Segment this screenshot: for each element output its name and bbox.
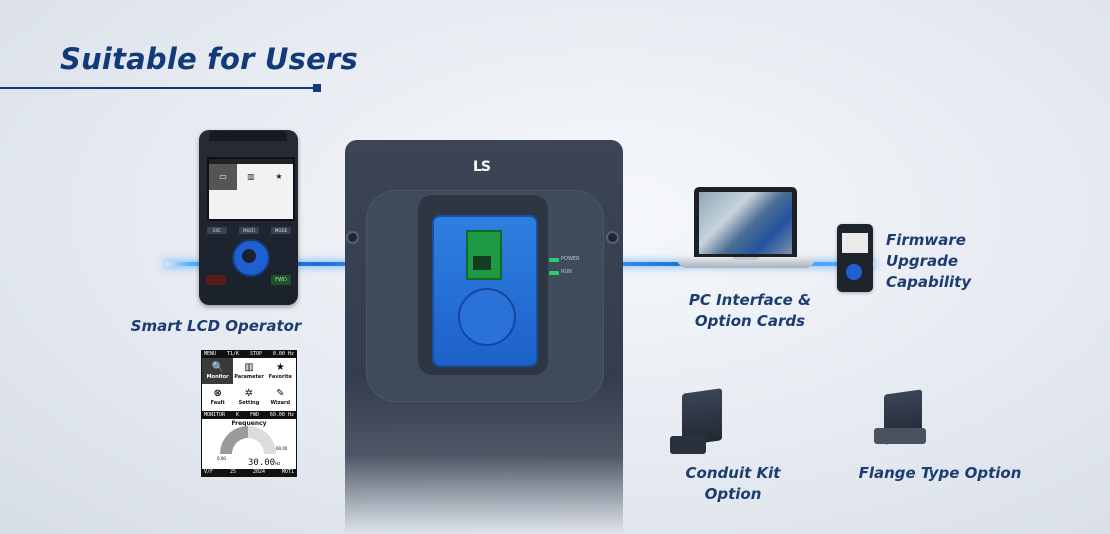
laptop-notch xyxy=(733,257,759,260)
setting-icon: ✲ xyxy=(244,388,254,399)
drive-screw-right xyxy=(606,231,619,244)
connection-beam-left xyxy=(165,262,465,266)
caption-lcd-operator: Smart LCD Operator xyxy=(130,317,302,335)
power-led xyxy=(549,258,559,262)
caption-pc-interface: PC Interface & Option Cards xyxy=(688,291,812,330)
lcd-menu-parameter: ▥Parameter xyxy=(234,362,264,380)
green-connector xyxy=(466,230,502,280)
drive-screw-left xyxy=(346,231,359,244)
laptop-base xyxy=(677,257,815,268)
connector-port xyxy=(473,256,491,270)
keypad-screen: ▭ ▥ ★ xyxy=(207,157,295,221)
lcd-menu-wizard: ✎Wizard xyxy=(270,388,291,406)
flange-plate xyxy=(874,428,926,444)
monitor-icon: 🔍 xyxy=(211,362,224,373)
lcd-menu-favorite: ★Favorite xyxy=(268,362,292,380)
laptop-screen xyxy=(699,192,792,254)
multi-key[interactable]: MULTI xyxy=(239,227,259,234)
frequency-value: 30.00 xyxy=(248,458,276,468)
star-icon: ★ xyxy=(275,172,283,181)
firmware-keypad-screen xyxy=(842,233,868,253)
conduit-kit-base xyxy=(670,436,706,454)
lcd-menu-setting: ✲Setting xyxy=(238,388,260,406)
gauge-max: 60.00 xyxy=(276,446,288,451)
star-icon: ★ xyxy=(275,362,285,373)
caption-firmware: Firmware Upgrade Capability xyxy=(886,231,972,291)
run-led xyxy=(549,271,559,275)
power-led-label: POWER xyxy=(561,256,580,262)
run-led-label: RUN xyxy=(561,269,572,275)
page-title: Suitable for Users xyxy=(60,42,358,76)
frequency-unit: Hz xyxy=(275,461,281,466)
monitor-icon: ▭ xyxy=(209,164,237,190)
wizard-icon: ✎ xyxy=(276,388,285,399)
fault-icon: ⊗ xyxy=(213,388,222,399)
parameter-icon: ▥ xyxy=(247,172,255,181)
lcd-menu-monitor: 🔍Monitor xyxy=(202,358,234,384)
mode-key[interactable]: MODE xyxy=(271,227,291,234)
lcd-menu-fault: ⊗Fault xyxy=(210,388,225,406)
keypad-top-cap xyxy=(209,131,287,141)
parameter-icon: ▥ xyxy=(244,362,254,373)
drive-logo: LS xyxy=(473,159,491,175)
gauge-min: 0.00 xyxy=(217,456,226,461)
title-underline-dot xyxy=(313,84,321,92)
bay-round-cover xyxy=(458,288,516,346)
fwd-key[interactable]: FWD xyxy=(271,275,291,285)
firmware-keypad-dpad xyxy=(846,264,862,280)
gauge-title: Frequency xyxy=(231,420,267,427)
caption-conduit: Conduit Kit Option xyxy=(685,464,781,503)
caption-flange: Flange Type Option xyxy=(858,464,1022,482)
title-underline xyxy=(0,87,318,89)
esc-key[interactable]: ESC xyxy=(207,227,227,234)
dpad-center-button[interactable] xyxy=(242,249,256,263)
stop-key[interactable] xyxy=(206,275,226,285)
